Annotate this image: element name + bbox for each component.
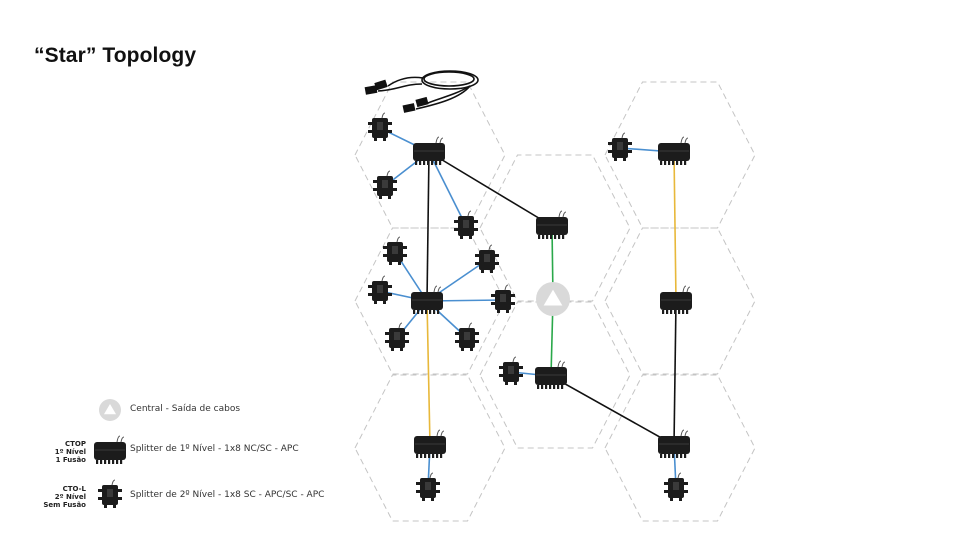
fiber-link <box>550 375 675 446</box>
coverage-hex-cell <box>479 301 631 449</box>
cto-l-splitter-box-icon <box>373 170 397 199</box>
legend-ctop-code-line: 1º Nível <box>54 448 86 456</box>
ctop-splitter-box-icon <box>535 360 567 389</box>
legend-cto-l-splitter-box-icon <box>98 479 122 508</box>
coverage-hex-cell <box>354 374 506 522</box>
legend-central-label: Central - Saída de cabos <box>130 404 241 414</box>
ctop-splitter-box-icon <box>660 285 692 314</box>
coverage-hex-grid <box>354 81 756 522</box>
cto-l-splitter-box-icon <box>491 284 515 313</box>
ctop-splitter-box-icon <box>411 285 443 314</box>
cto-l-splitter-box-icon <box>499 356 523 385</box>
cto-l-splitter-box-icon <box>385 322 409 351</box>
coverage-hex-cell <box>604 81 756 229</box>
coverage-hex-cell <box>354 227 506 375</box>
network-nodes <box>368 112 692 501</box>
fiber-link <box>673 300 677 446</box>
legend-ctop-label: Splitter de 1º Nível - 1x8 NC/SC - APC <box>130 444 299 454</box>
ctop-splitter-box-icon <box>658 429 690 458</box>
cto-l-splitter-box-icon <box>368 275 392 304</box>
cto-l-splitter-box-icon <box>455 322 479 351</box>
legend-ctol-label: Splitter de 2º Nível - 1x8 SC - APC/SC -… <box>130 490 325 500</box>
legend-ctol-code-line: CTO-L <box>62 485 86 493</box>
central-office-triangle-icon <box>536 282 570 316</box>
legend-ctop-code-line: CTOP <box>65 440 86 448</box>
legend-central-row: Central - Saída de cabos <box>130 404 240 414</box>
cto-l-splitter-box-icon <box>608 132 632 161</box>
legend-ctol-code-line: Sem Fusão <box>43 501 86 509</box>
legend-ctop-row: Splitter de 1º Nível - 1x8 NC/SC - APC <box>130 444 299 454</box>
legend-ctol-code: CTO-L 2º Nível Sem Fusão <box>43 485 86 509</box>
ctop-splitter-box-icon <box>413 136 445 165</box>
legend-ctop-splitter-box-icon <box>94 435 126 464</box>
fiber-link <box>426 151 430 302</box>
coverage-hex-cell <box>604 227 756 375</box>
cto-l-splitter-box-icon <box>664 472 688 501</box>
cto-l-splitter-box-icon <box>368 112 392 141</box>
fiber-cable-coil-icon <box>364 70 479 113</box>
ctop-splitter-box-icon <box>658 136 690 165</box>
page-title: “Star” Topology <box>34 44 197 67</box>
fiber-link <box>673 151 677 302</box>
fiber-link <box>428 151 553 227</box>
cto-l-splitter-box-icon <box>383 236 407 265</box>
cto-l-splitter-box-icon <box>416 472 440 501</box>
legend-icons <box>94 399 126 508</box>
ctop-splitter-box-icon <box>414 429 446 458</box>
coverage-hex-cell <box>479 154 631 302</box>
legend-ctol-row: Splitter de 2º Nível - 1x8 SC - APC/SC -… <box>130 490 324 500</box>
ctop-splitter-box-icon <box>536 210 568 239</box>
cto-l-splitter-box-icon <box>475 244 499 273</box>
coverage-hex-cell <box>604 374 756 522</box>
legend-central-triangle-icon <box>99 399 121 421</box>
legend-ctop-code: CTOP 1º Nível 1 Fusão <box>55 440 86 464</box>
cto-l-splitter-box-icon <box>454 210 478 239</box>
legend-ctol-code-line: 2º Nível <box>54 493 86 501</box>
legend-ctop-code-line: 1 Fusão <box>55 456 86 464</box>
coverage-hex-cell <box>354 81 506 229</box>
fiber-link <box>426 300 431 446</box>
